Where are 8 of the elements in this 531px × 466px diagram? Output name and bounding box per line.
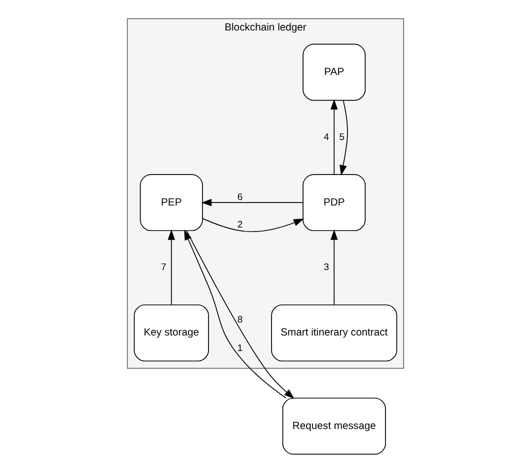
edge-label: 2 [237, 219, 243, 230]
edge-label: 3 [324, 262, 330, 274]
edge-label: 4 [324, 132, 330, 143]
edge-label: 7 [160, 262, 166, 274]
edge-label: 1 [237, 342, 243, 354]
edge-label: 5 [339, 132, 345, 143]
edge-label: 6 [237, 192, 243, 203]
edge-label: 8 [237, 314, 243, 326]
